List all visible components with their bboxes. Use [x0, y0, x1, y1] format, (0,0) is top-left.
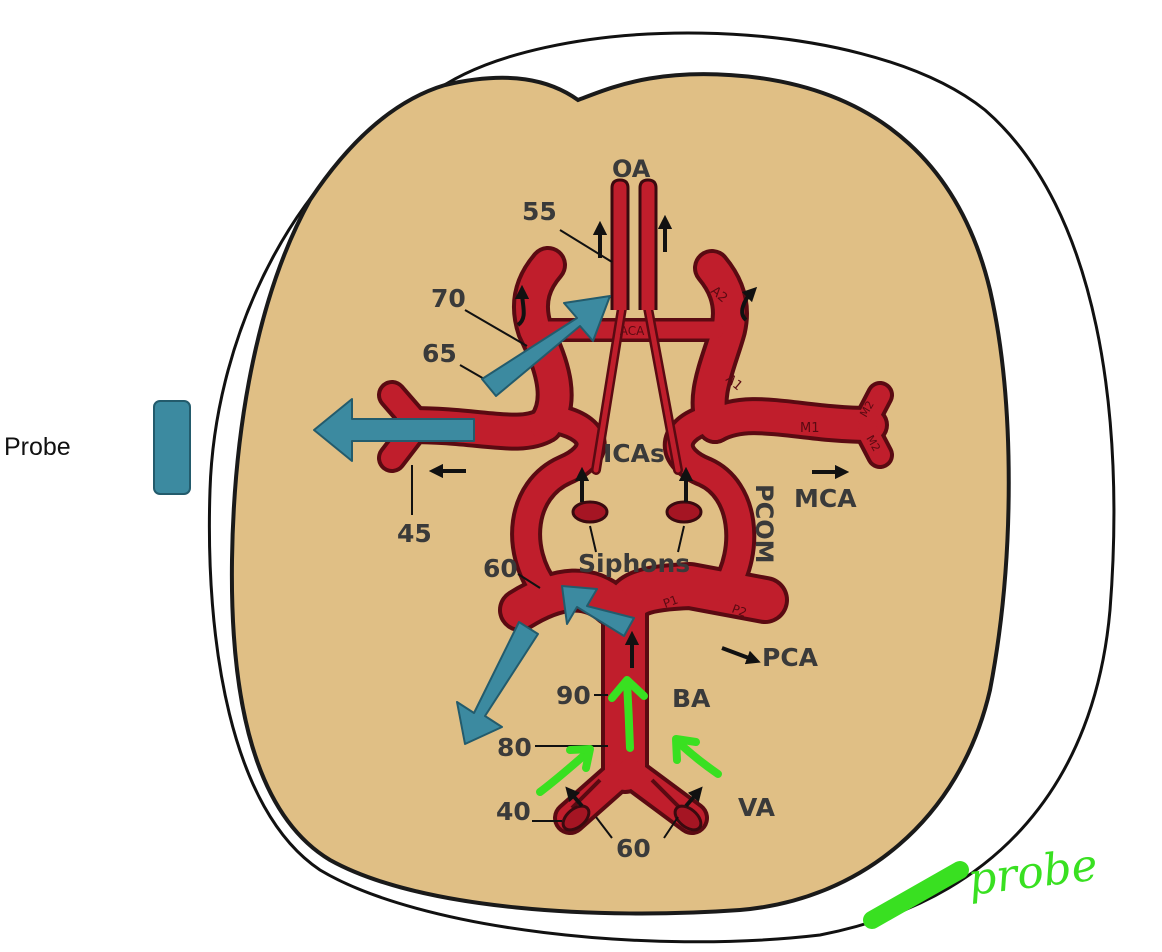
- label-mca: MCA: [794, 484, 857, 513]
- handdrawn-flow-arrows: [536, 676, 722, 796]
- probe-label: Probe: [4, 433, 71, 461]
- label-va: VA: [738, 793, 776, 822]
- label-siphons: Siphons: [578, 549, 690, 578]
- label-ba: BA: [672, 684, 711, 713]
- insonation-arrow-mca: [313, 398, 475, 462]
- depth-ica-terminus: 65: [422, 339, 457, 368]
- depth-ba-lower: 80: [497, 733, 532, 762]
- label-oa: OA: [612, 155, 651, 183]
- brain-outline: [229, 72, 1011, 916]
- label-pca: PCA: [762, 643, 819, 672]
- label-p1: P1: [661, 593, 680, 611]
- flow-direction-arrows: [428, 214, 850, 808]
- label-m1: M1: [800, 421, 820, 436]
- label-icas: ICAs: [603, 439, 665, 468]
- depth-pca: 60: [483, 554, 518, 583]
- depth-va: 40: [496, 797, 531, 826]
- insonation-arrow-pcom: [456, 621, 539, 745]
- depth-mca: 45: [397, 519, 432, 548]
- probe-marker-handdrawn: [863, 861, 969, 929]
- label-p2: P2: [730, 602, 749, 620]
- skull-outline: [207, 31, 1116, 944]
- insonation-arrow-aca: [481, 295, 611, 397]
- depth-oa: 55: [522, 197, 557, 226]
- label-aca: ACA: [620, 324, 645, 338]
- insonation-arrows: [313, 295, 635, 745]
- insonation-arrow-pca: [561, 585, 635, 637]
- depth-aca: 70: [431, 284, 466, 313]
- label-pcom: PCOM: [750, 484, 778, 564]
- depth-ba-upper: 90: [556, 681, 591, 710]
- probe-handwritten-label: probe: [965, 839, 1100, 905]
- probe-marker-left: [153, 400, 191, 495]
- depth-va-junction: 60: [616, 834, 651, 863]
- depth-leader-lines: [411, 229, 685, 839]
